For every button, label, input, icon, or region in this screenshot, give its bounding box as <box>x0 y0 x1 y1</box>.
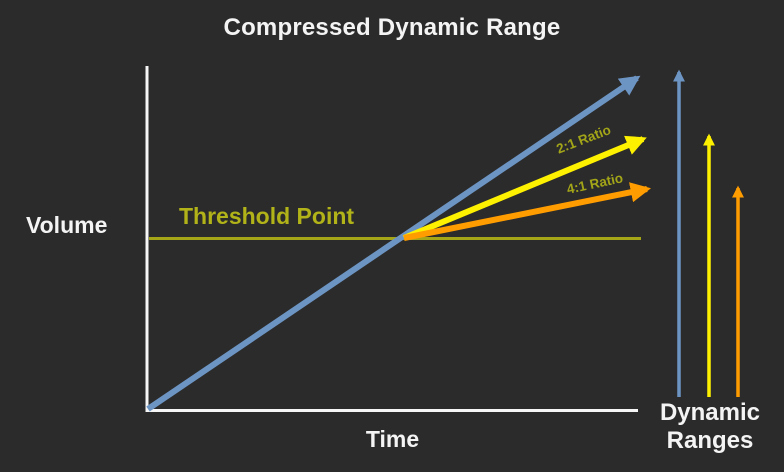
dynamic-ranges-label: Dynamic Ranges <box>659 399 761 455</box>
ratio-4-1-arrow <box>403 182 651 241</box>
input-signal-arrow <box>146 75 641 412</box>
y-axis-label: Volume <box>26 212 108 238</box>
diagram-title: Compressed Dynamic Range <box>223 14 561 41</box>
ratio-2-1-arrow <box>402 135 647 241</box>
x-axis-label: Time <box>365 426 420 452</box>
threshold-point-label: Threshold Point <box>179 203 355 229</box>
